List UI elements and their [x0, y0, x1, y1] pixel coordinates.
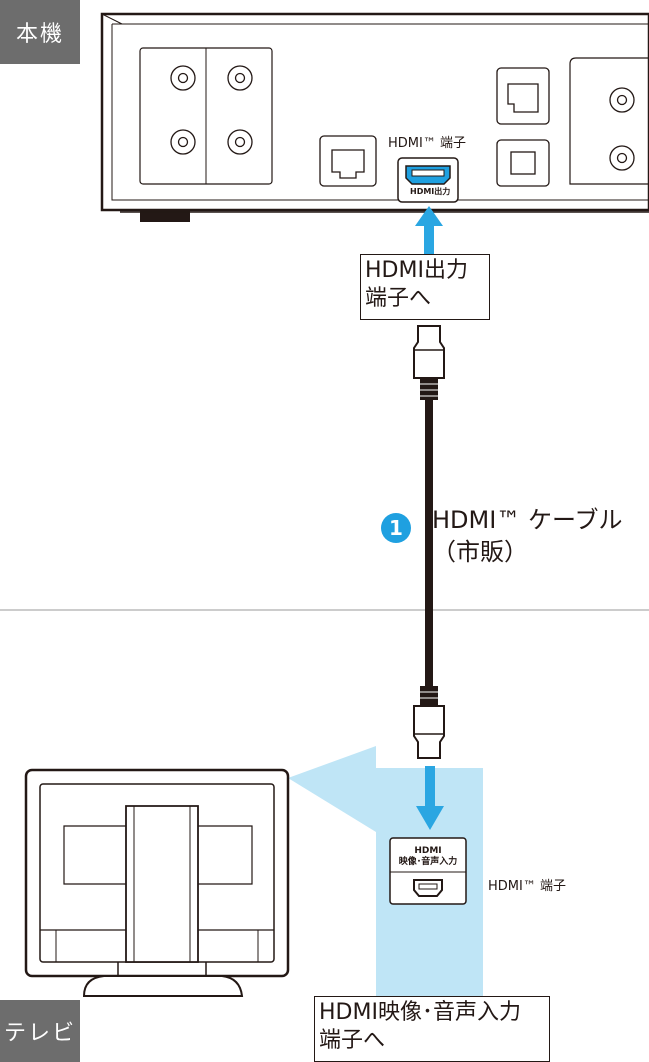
cable-label-line2: （市販）: [432, 538, 528, 566]
callout-device-port-line1: HDMI出力: [365, 258, 468, 283]
device-hdmi-port: [397, 157, 459, 203]
tv-port-inner-line2: 映像･音声入力: [398, 857, 458, 867]
callout-device-port: HDMI出力 端子へ: [360, 254, 490, 320]
hdmi-cable: [413, 325, 445, 759]
cable-label: HDMI™ ケーブル （市販）: [432, 504, 623, 568]
cable-label-line1: HDMI™ ケーブル: [432, 506, 623, 534]
callout-tv-port-line1: HDMI映像･音声入力: [319, 1000, 521, 1025]
zoom-beam: [288, 746, 376, 832]
callout-device-port-line2: 端子へ: [365, 286, 432, 311]
callout-tv-port-line2: 端子へ: [319, 1028, 386, 1053]
tv-back: [24, 768, 290, 997]
device-back-panel: [100, 12, 649, 222]
device-tag: 本機: [0, 0, 80, 64]
arrow-down-icon: [416, 766, 444, 830]
tv-tag: テレビ: [0, 1000, 80, 1062]
arrow-up-icon: [415, 206, 443, 260]
step-number: 1: [389, 516, 403, 540]
callout-tv-port: HDMI映像･音声入力 端子へ: [314, 996, 550, 1062]
device-port-inner-label: HDMI出力: [410, 187, 451, 196]
device-port-label: HDMI™ 端子: [388, 136, 466, 151]
step-number-badge: [381, 513, 411, 543]
tv-port-inner-label: HDMI 映像･音声入力: [390, 846, 466, 868]
tv-port-inner-line1: HDMI: [414, 846, 442, 856]
tv-port-label: HDMI™ 端子: [488, 879, 566, 894]
tv-hdmi-port: [389, 837, 467, 905]
